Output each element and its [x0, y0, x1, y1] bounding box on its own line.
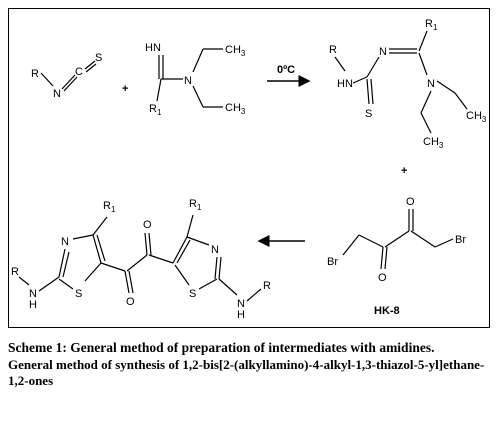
- p1-n2-label: N: [427, 78, 435, 90]
- hk8-br-left: Br: [327, 256, 338, 268]
- hk8-o-bottom: O: [378, 272, 387, 284]
- fp-s-left: S: [75, 288, 82, 300]
- caption-title: Scheme 1: General method of preparation …: [8, 340, 435, 355]
- p1-ch3-bottom: CH3: [423, 136, 444, 150]
- fp-o-top: O: [143, 219, 152, 231]
- fp-s-right: S: [189, 288, 196, 300]
- fp-nh-left-h: H: [29, 299, 37, 311]
- fp-o-bottom: O: [126, 296, 135, 308]
- plus-sign-1: +: [122, 83, 128, 95]
- amidine-n-label: N: [184, 75, 192, 87]
- fp-nh-left-n: N: [29, 288, 37, 300]
- iso-n-label: N: [53, 88, 61, 100]
- amidine: HN R1 N CH3 CH3: [145, 42, 246, 117]
- reaction-scheme-drawing: R N C S + HN R1 N CH3 CH3 0ºC R HN: [11, 18, 487, 321]
- final-product: R N H N R1 S O O R1 N S: [11, 198, 271, 321]
- hk8-o-top: O: [406, 196, 415, 208]
- p1-ch3-right: CH3: [466, 110, 487, 124]
- p1-hn-label: HN: [337, 78, 353, 90]
- p1-r1-label: R1: [425, 18, 438, 32]
- reaction-condition: 0ºC: [277, 64, 295, 76]
- hk8-br-right: Br: [455, 234, 466, 246]
- fp-nh-right-h: H: [237, 309, 245, 321]
- p1-n-label: N: [379, 46, 387, 58]
- fp-r-right: R: [263, 280, 271, 292]
- fp-r1-right: R1: [189, 198, 202, 212]
- fp-r-left: R: [11, 266, 19, 278]
- p1-r-label: R: [329, 44, 337, 56]
- fp-n-right: N: [211, 244, 219, 256]
- p1-s-label: S: [365, 108, 372, 120]
- isothiocyanate: R N C S: [31, 52, 102, 100]
- plus-sign-2: +: [401, 165, 407, 177]
- amidine-r1-label: R1: [149, 103, 162, 117]
- hk8-name: HK-8: [374, 305, 400, 317]
- amidine-hn-label: HN: [145, 42, 161, 54]
- scheme-caption: Scheme 1: General method of preparation …: [8, 340, 492, 389]
- amidine-ch3-top: CH3: [225, 44, 246, 58]
- iso-c-label: C: [75, 66, 83, 78]
- amidine-ch3-bottom: CH3: [225, 102, 246, 116]
- fp-nh-right-n: N: [237, 298, 245, 310]
- caption-subtitle: General method of synthesis of 1,2-bis[2…: [8, 357, 485, 388]
- reaction-scheme: R N C S + HN R1 N CH3 CH3 0ºC R HN: [8, 8, 490, 328]
- iso-r-label: R: [31, 68, 39, 80]
- fp-n-left: N: [61, 236, 69, 248]
- reagent-hk8: Br O O Br HK-8: [327, 196, 466, 317]
- iso-s-label: S: [95, 52, 102, 64]
- intermediate-product: R HN S N R1 N CH3 CH3: [329, 18, 487, 150]
- fp-r1-left: R1: [103, 200, 116, 214]
